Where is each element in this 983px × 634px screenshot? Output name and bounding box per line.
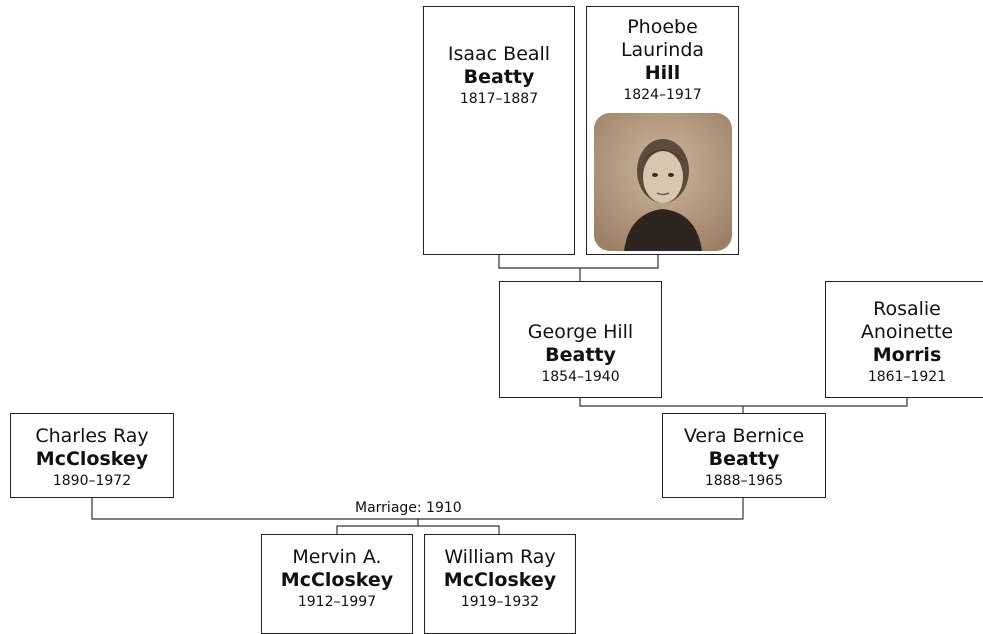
portrait-photo[interactable]: [594, 113, 732, 251]
life-dates: 1919–1932: [460, 594, 540, 610]
person-card-william[interactable]: William Ray McCloskey 1919–1932: [424, 534, 576, 634]
life-dates: 1912–1997: [297, 594, 377, 610]
connector-children-bar: [336, 525, 500, 534]
person-card-george[interactable]: George Hill Beatty 1854–1940: [499, 281, 662, 398]
life-dates: 1890–1972: [52, 473, 132, 489]
life-dates: 1888–1965: [704, 473, 784, 489]
given-name: Phoebe Laurinda: [620, 16, 705, 61]
surname: McCloskey: [443, 569, 557, 591]
marriage-label: Marriage: 1910: [352, 500, 465, 516]
connector-george-rosalie: [579, 398, 908, 407]
person-card-mervin[interactable]: Mervin A. McCloskey 1912–1997: [261, 534, 413, 634]
given-name: Charles Ray: [35, 425, 149, 447]
life-dates: 1861–1921: [867, 369, 947, 385]
given-name: Rosalie Anoinette: [860, 298, 954, 343]
life-dates: 1824–1917: [623, 87, 702, 103]
person-card-phoebe[interactable]: Phoebe Laurinda Hill 1824–1917 Hill: [586, 6, 739, 255]
life-dates: 1854–1940: [541, 369, 620, 385]
connector-lines: [91, 255, 908, 534]
given-name: Mervin A.: [292, 546, 382, 568]
portrait-image: [594, 113, 732, 251]
surname: Morris: [872, 344, 942, 366]
connector-isaac-phoebe: [498, 255, 659, 269]
surname: Beatty: [545, 344, 616, 366]
given-name: William Ray: [444, 546, 556, 568]
given-name: George Hill: [527, 321, 634, 343]
life-dates: 1817–1887: [459, 91, 539, 107]
surname: Beatty: [708, 448, 780, 470]
surname: Beatty: [463, 66, 535, 88]
surname: McCloskey: [35, 448, 149, 470]
given-name: Isaac Beall: [447, 43, 551, 65]
surname: McCloskey: [280, 569, 394, 591]
given-name: Vera Bernice: [683, 425, 805, 447]
person-card-isaac[interactable]: Isaac Beall Beatty 1817–1887: [423, 6, 575, 255]
person-card-vera[interactable]: Vera Bernice Beatty 1888–1965: [662, 413, 826, 498]
person-card-rosalie[interactable]: Rosalie Anoinette Morris 1861–1921: [825, 281, 983, 398]
surname: Hill: [644, 62, 681, 84]
person-card-charles[interactable]: Charles Ray McCloskey 1890–1972: [10, 413, 174, 498]
